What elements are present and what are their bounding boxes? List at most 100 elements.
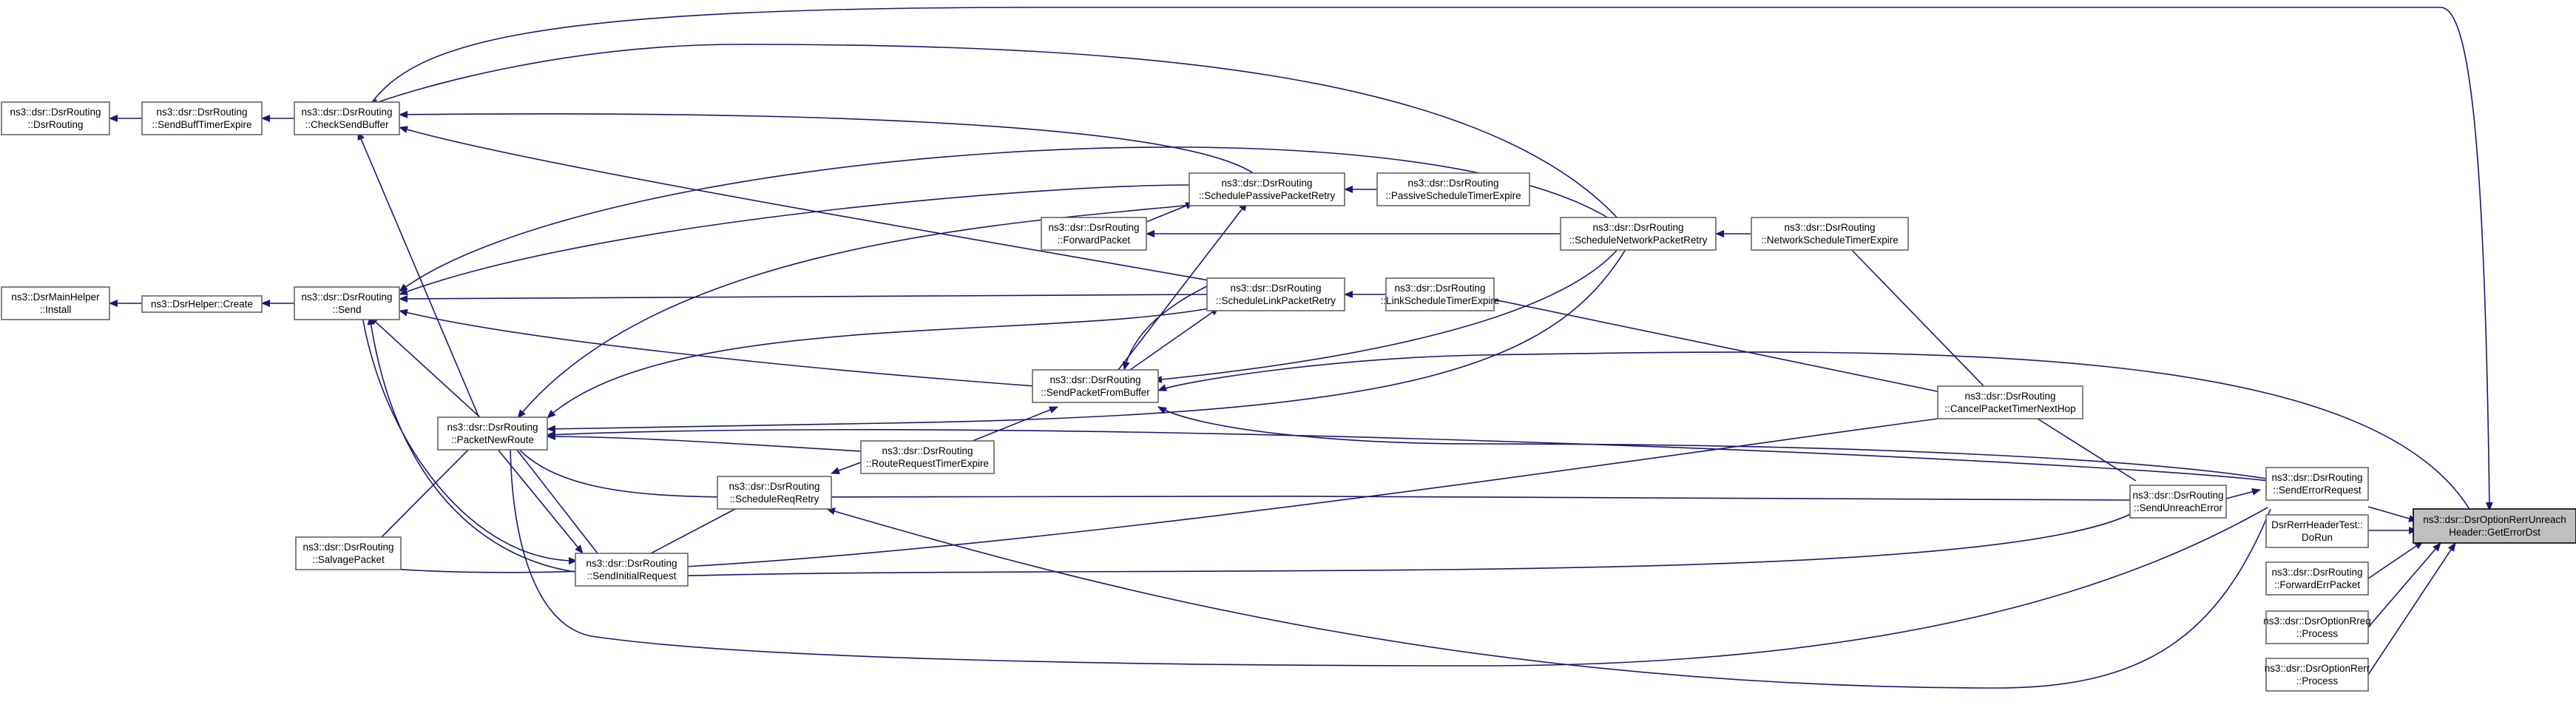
- node-label-line: ns3::dsr::DsrRouting: [2271, 567, 2362, 578]
- node-helpercreate[interactable]: ns3::DsrHelper::Create: [141, 295, 263, 313]
- edge-rerrprocess-to-root: [2367, 542, 2456, 675]
- edge-sendfrombuffer-to-schedlink: [1129, 307, 1220, 371]
- edge-schednetwork-to-sendfrombuffer: [1153, 246, 1620, 383]
- node-root[interactable]: ns3::dsr::DsrOptionRerrUnreachHeader::Ge…: [2413, 508, 2576, 544]
- node-label-line: ns3::dsr::DsrRouting: [302, 542, 393, 553]
- node-box: [437, 416, 548, 451]
- node-label-line: Header::GetErrorDst: [2449, 527, 2540, 538]
- node-label-line: ns3::dsr::DsrRouting: [447, 422, 538, 433]
- node-label-line: ::Send: [332, 304, 361, 315]
- node-linktimer[interactable]: ns3::dsr::DsrRouting::LinkScheduleTimerE…: [1381, 277, 1500, 311]
- edge-schedreq-to-sendinitial: [650, 507, 737, 554]
- node-routereqtimer[interactable]: ns3::dsr::DsrRouting::RouteRequestTimerE…: [860, 440, 995, 474]
- node-schedpassive[interactable]: ns3::dsr::DsrRouting::SchedulePassivePac…: [1189, 172, 1345, 206]
- node-box: [717, 476, 832, 510]
- node-schedlink[interactable]: ns3::dsr::DsrRouting::ScheduleLinkPacket…: [1206, 277, 1345, 311]
- node-box: [2265, 514, 2369, 548]
- node-box: [1376, 172, 1530, 206]
- node-box: [2265, 658, 2369, 692]
- node-forwarderr[interactable]: ns3::dsr::DsrRouting::ForwardErrPacket: [2265, 561, 2369, 596]
- edge-schedpassive-to-send: [399, 184, 1191, 295]
- node-schedreq[interactable]: ns3::dsr::DsrRouting::ScheduleReqRetry: [717, 476, 832, 510]
- node-box: [1032, 369, 1159, 403]
- edge-senderror-to-sendfrombuffer: [1157, 406, 2271, 480]
- node-schednetwork[interactable]: ns3::dsr::DsrRouting::ScheduleNetworkPac…: [1560, 217, 1717, 251]
- edge-checksendbuffer-to-root: [369, 7, 2493, 511]
- node-label-line: ns3::DsrMainHelper: [11, 291, 100, 303]
- node-label-line: ::ScheduleLinkPacketRetry: [1216, 295, 1336, 306]
- edge-schedlink-to-checksendbuffer: [399, 126, 1214, 282]
- node-label-line: ::SendPacketFromBuffer: [1041, 387, 1150, 398]
- node-dsr-ctor[interactable]: ns3::dsr::DsrRouting::DsrRouting: [1, 101, 110, 135]
- node-packetnewroute[interactable]: ns3::dsr::DsrRouting::PacketNewRoute: [437, 416, 548, 451]
- edge-schednetwork-to-send: [399, 146, 1613, 292]
- edge-packetnewroute-to-send: [369, 316, 481, 419]
- node-box: [1560, 217, 1717, 251]
- node-label-line: ::NetworkScheduleTimerExpire: [1761, 235, 1899, 246]
- node-label-line: ::PassiveScheduleTimerExpire: [1385, 190, 1521, 201]
- edge-packetnewroute-to-checksendbuffer: [357, 131, 480, 419]
- node-mainhelper[interactable]: ns3::DsrMainHelper::Install: [1, 286, 110, 320]
- edge-sendunreach-to-senderror: [2225, 488, 2261, 499]
- edge-cancelnexthop-to-salvage: [339, 418, 1938, 573]
- edge-schedpassive-to-packetnewroute: [517, 202, 1214, 419]
- node-networktimer[interactable]: ns3::dsr::DsrRouting::NetworkScheduleTim…: [1751, 217, 1909, 251]
- node-rerrtest[interactable]: DsrRerrHeaderTest::DoRun: [2265, 514, 2369, 548]
- edge-forwarderr-to-root: [2367, 541, 2424, 579]
- node-label-line: ::ForwardErrPacket: [2274, 579, 2361, 590]
- node-label-line: ns3::dsr::DsrRouting: [1964, 391, 2055, 402]
- edge-packetnewroute-to-sendinitial: [489, 439, 584, 554]
- node-salvage[interactable]: ns3::dsr::DsrRouting::SalvagePacket: [295, 536, 402, 570]
- node-label-line: ns3::dsr::DsrRouting: [156, 107, 247, 118]
- node-label-line: ns3::dsr::DsrRouting: [1221, 178, 1312, 189]
- node-sendunreach[interactable]: ns3::dsr::DsrRouting::SendUnreachError: [2129, 485, 2227, 519]
- node-label-line: ns3::DsrHelper::Create: [151, 299, 253, 310]
- edge-schedlink-to-sendfrombuffer: [1122, 280, 1218, 371]
- node-box: [1, 286, 110, 320]
- node-label-line: ::ScheduleReqRetry: [730, 493, 819, 505]
- node-box: [1937, 385, 2083, 419]
- node-box: [1, 101, 110, 135]
- node-label-line: ::SendBuffTimerExpire: [152, 119, 251, 130]
- node-box: [2129, 485, 2227, 519]
- node-box: [294, 101, 400, 135]
- node-label-line: ns3::dsr::DsrOptionRerrUnreach: [2423, 514, 2566, 525]
- edge-cancelnexthop-to-sendunreach: [2037, 418, 2137, 482]
- edge-schedlink-to-packetnewroute: [547, 307, 1214, 419]
- edge-sendfrombuffer-to-send: [399, 308, 1036, 387]
- node-box: [2413, 508, 2576, 544]
- node-sendinitial[interactable]: ns3::dsr::DsrRouting::SendInitialRequest: [575, 553, 689, 587]
- node-label-line: ns3::dsr::DsrRouting: [1394, 283, 1485, 294]
- edge-routereqtimer-to-packetnewroute: [547, 433, 862, 452]
- node-label-line: ns3::dsr::DsrOptionRreq: [2263, 615, 2371, 627]
- node-checksendbuffer[interactable]: ns3::dsr::DsrRouting::CheckSendBuffer: [294, 101, 400, 135]
- node-senderror[interactable]: ns3::dsr::DsrRouting::SendErrorRequest: [2265, 467, 2369, 501]
- nodes-layer: ns3::dsr::DsrOptionRerrUnreachHeader::Ge…: [1, 101, 2576, 692]
- node-rerrprocess[interactable]: ns3::dsr::DsrOptionRerr::Process: [2265, 658, 2370, 692]
- edge-sendinitial-to-packetnewroute: [508, 439, 598, 554]
- node-send[interactable]: ns3::dsr::DsrRouting::Send: [294, 286, 400, 320]
- edge-routereqtimer-to-schedreq: [831, 462, 862, 474]
- node-label-line: ::SalvagePacket: [312, 554, 385, 565]
- node-sendbufftimer[interactable]: ns3::dsr::DsrRouting::SendBuffTimerExpir…: [141, 101, 263, 135]
- edge-sendinitial-to-send: [367, 316, 592, 574]
- node-forwardpacket[interactable]: ns3::dsr::DsrRouting::ForwardPacket: [1041, 217, 1147, 251]
- node-label-line: ns3::dsr::DsrRouting: [882, 445, 973, 456]
- node-passivetimer[interactable]: ns3::dsr::DsrRouting::PassiveScheduleTim…: [1376, 172, 1530, 206]
- node-box: [1206, 277, 1345, 311]
- edge-root-to-sendfrombuffer: [1157, 351, 2471, 511]
- edge-rreqprocess-to-root: [2367, 542, 2441, 628]
- node-label-line: ns3::dsr::DsrRouting: [2271, 472, 2362, 483]
- edge-sendfrombuffer-to-schedpassive: [1118, 202, 1248, 371]
- node-cancelnexthop[interactable]: ns3::dsr::DsrRouting::CancelPacketTimerN…: [1937, 385, 2083, 419]
- node-label-line: ns3::dsr::DsrRouting: [586, 558, 677, 569]
- node-box: [2265, 467, 2369, 501]
- node-rreqprocess[interactable]: ns3::dsr::DsrOptionRreq::Process: [2263, 610, 2371, 644]
- node-sendfrombuffer[interactable]: ns3::dsr::DsrRouting::SendPacketFromBuff…: [1032, 369, 1159, 403]
- node-box: [2265, 610, 2369, 644]
- edge-schednetwork-to-checksendbuffer: [369, 44, 1620, 221]
- edge-senderror-to-packetnewroute-low: [507, 439, 2268, 667]
- node-label-line: ::Install: [40, 304, 72, 315]
- edge-linktimer-to-cancelnexthop: [1493, 299, 1941, 393]
